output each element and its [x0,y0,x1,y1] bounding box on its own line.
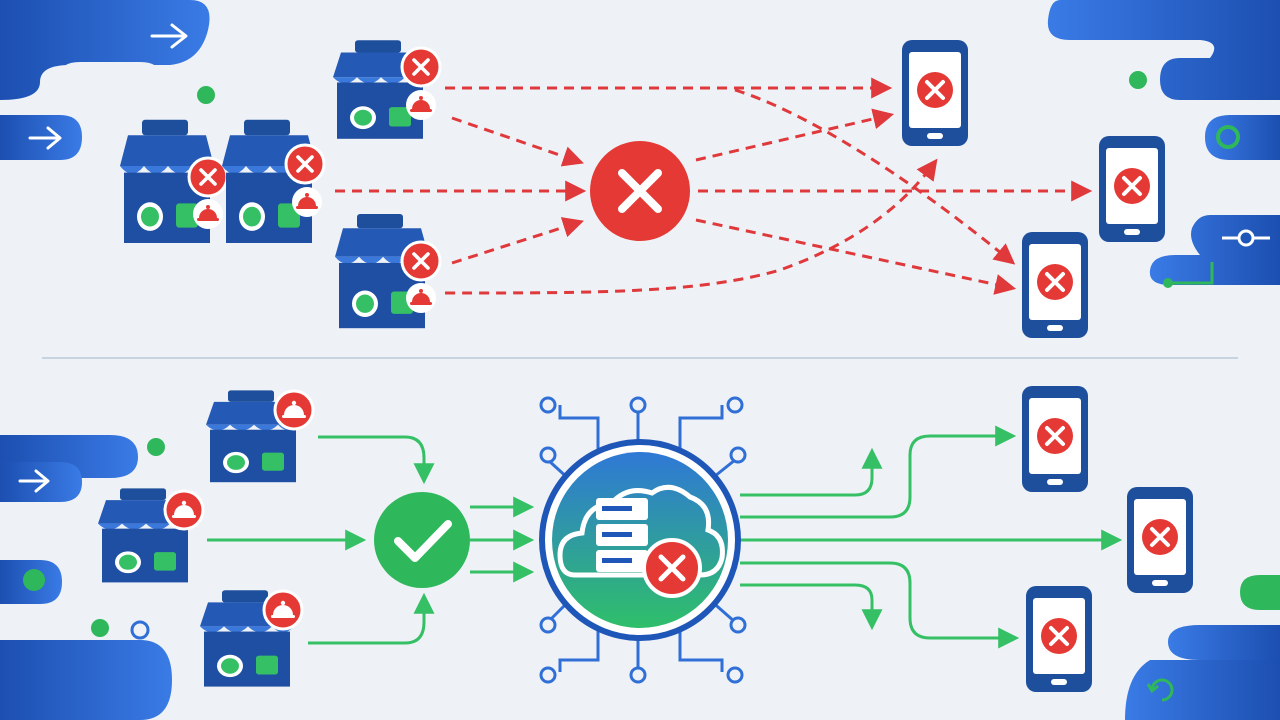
cloud-server-hub [539,396,747,684]
decor-right [1047,0,1280,720]
top-edges [335,77,1093,295]
server-icon [596,498,648,572]
cloud-icon [557,484,725,578]
error-x-icon [400,46,442,88]
cloche-icon [273,389,315,431]
phone-2-top [1097,134,1167,244]
error-x-icon [642,538,702,598]
shop-d-top [335,213,442,329]
edge-shop-a-phone-3 [734,88,1016,265]
arrow-right-icon [28,126,62,150]
cloche-icon [406,283,436,313]
bottom-edges [207,425,1123,649]
edge-hub-phone-3 [695,218,1017,295]
cloche-icon [193,199,223,229]
ring-icon [1216,125,1240,149]
validator-check [374,492,470,588]
refresh-icon [1146,678,1174,702]
connector-icon [1163,229,1270,288]
edge-shop-c-validator [308,592,435,645]
phone-1-bottom [1020,384,1090,494]
error-x-icon [187,156,229,198]
arrow-right-icon [18,469,50,493]
edge-hub-branch-up [740,447,883,497]
phone-3-top [1020,230,1090,340]
edge-hub-branch-down [740,583,883,631]
cloche-icon [292,187,322,217]
error-x-icon [618,169,662,213]
shop-c-top [222,119,326,243]
cloche-icon [262,589,304,631]
checkmark-icon [394,520,452,562]
shop-c-bottom [200,589,304,687]
shop-b-bottom [98,488,205,583]
arrow-right-icon [150,23,188,49]
shop-a-bottom [206,389,315,483]
edge-shop-c-hub [451,217,584,265]
error-x-icon [400,240,442,282]
phone-2-bottom [1125,485,1195,595]
shop-b-top [120,119,229,243]
decor-left [0,0,215,720]
ring-icon [130,620,150,640]
shop-a-top [333,40,442,139]
edge-hub-phone-3 [740,561,1020,649]
phone-1-top [900,38,970,148]
edge-hub-phone-1 [740,425,1017,519]
edge-shop-c-phone-1 [444,158,938,295]
cloche-icon [406,90,436,120]
hub-failure [590,141,690,241]
error-x-icon [284,143,326,185]
cloche-icon [163,489,205,531]
edge-shop-a-validator [318,435,435,485]
edge-shop-a-hub [451,116,584,167]
phone-3-bottom [1024,584,1094,694]
